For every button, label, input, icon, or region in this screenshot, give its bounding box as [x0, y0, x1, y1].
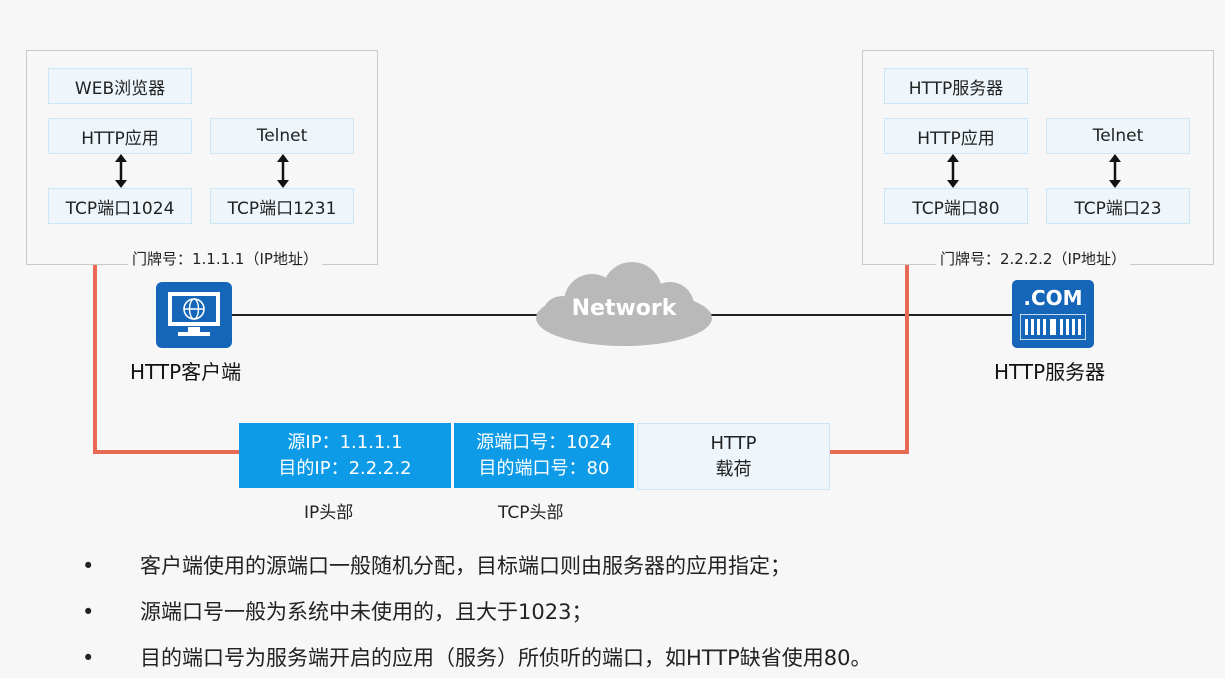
- server-http-port-arrow: [947, 154, 959, 188]
- client-http-port-arrow: [115, 154, 127, 188]
- server-tcp-port-23: TCP端口23: [1046, 188, 1190, 224]
- client-tcp-port-1024: TCP端口1024: [48, 188, 192, 224]
- client-telnet-app: Telnet: [210, 118, 354, 154]
- client-address: 门牌号：1.1.1.1（IP地址）: [128, 248, 322, 269]
- ip-header-block: 源IP：1.1.1.1 目的IP：2.2.2.2: [239, 423, 451, 488]
- server-rack-bars-icon: [1020, 314, 1086, 340]
- tcp-header-source-port: 源端口号：1024: [476, 431, 612, 453]
- payload-line1: HTTP: [710, 432, 757, 454]
- ip-header-source: 源IP：1.1.1.1: [287, 431, 403, 453]
- server-icon: .COM: [1012, 280, 1094, 348]
- server-tcp-port-80: TCP端口80: [884, 188, 1028, 224]
- computer-icon: [156, 282, 232, 348]
- ip-header-destination: 目的IP：2.2.2.2: [278, 457, 412, 479]
- bullet-dot: •: [82, 646, 95, 670]
- bullet-text: 源端口号一般为系统中未使用的，且大于1023；: [140, 600, 593, 624]
- bullet-dot: •: [82, 554, 95, 578]
- bullet-item: • 目的端口号为服务端开启的应用（服务）所侦听的端口，如HTTP缺省使用80。: [82, 642, 871, 672]
- server-telnet-port-arrow: [1109, 154, 1121, 188]
- client-device-label: HTTP客户端: [130, 360, 242, 384]
- network-cloud-icon: [536, 262, 712, 346]
- http-payload-block: HTTP 载荷: [637, 423, 830, 490]
- server-telnet-app: Telnet: [1046, 118, 1190, 154]
- bullet-dot: •: [82, 600, 95, 624]
- network-label: Network: [571, 296, 677, 321]
- client-browser-label: WEB浏览器: [48, 68, 192, 104]
- server-http-app: HTTP应用: [884, 118, 1028, 154]
- client-telnet-port-arrow: [277, 154, 289, 188]
- tcp-header-block: 源端口号：1024 目的端口号：80: [454, 423, 634, 488]
- bullet-item: • 源端口号一般为系统中未使用的，且大于1023；: [82, 596, 592, 626]
- server-address: 门牌号：2.2.2.2（IP地址）: [936, 248, 1130, 269]
- server-icon-text: .COM: [1023, 286, 1083, 310]
- bullet-item: • 客户端使用的源端口一般随机分配，目标端口则由服务器的应用指定；: [82, 550, 791, 580]
- tcp-header-destination-port: 目的端口号：80: [478, 457, 610, 479]
- bullet-text: 客户端使用的源端口一般随机分配，目标端口则由服务器的应用指定；: [140, 554, 791, 578]
- client-flow-arrow: [93, 232, 240, 454]
- client-http-app: HTTP应用: [48, 118, 192, 154]
- server-device-label: HTTP服务器: [994, 360, 1106, 384]
- ip-header-caption: IP头部: [304, 503, 354, 523]
- client-tcp-port-1231: TCP端口1231: [210, 188, 354, 224]
- tcp-header-caption: TCP头部: [498, 503, 564, 523]
- payload-line2: 载荷: [715, 458, 752, 480]
- bullet-text: 目的端口号为服务端开启的应用（服务）所侦听的端口，如HTTP缺省使用80。: [140, 646, 872, 670]
- server-flow-arrow: [830, 220, 927, 454]
- server-http-server-label: HTTP服务器: [884, 68, 1028, 104]
